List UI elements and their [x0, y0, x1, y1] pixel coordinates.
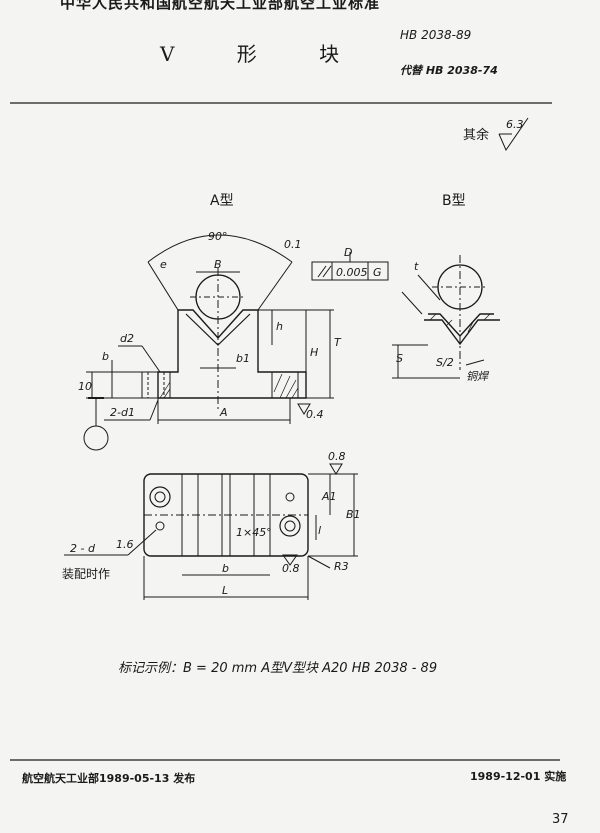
- t-small-label: t: [414, 260, 419, 273]
- e-label: e: [160, 258, 167, 271]
- l-cap-label: L: [222, 584, 228, 597]
- surface-roughness-note: 其余: [463, 124, 489, 143]
- roughness-0-8-top: 0.8: [328, 450, 346, 463]
- page-number: 37: [552, 812, 569, 827]
- two-d1-label: 2-d1: [110, 406, 135, 419]
- s-half-label: S/2: [436, 356, 454, 369]
- b1-cap-label: B1: [346, 508, 361, 521]
- surface-note-label: 其余: [463, 128, 490, 143]
- b-small-label: b: [102, 350, 109, 363]
- b-cap-label: B: [214, 258, 222, 271]
- h-cap-label: H: [310, 346, 318, 359]
- roughness-0-8-bottom: 0.8: [282, 562, 300, 575]
- type-b-label: B型: [442, 193, 466, 209]
- angle-label: 90°: [208, 230, 228, 243]
- roughness-6-3: 6.3: [506, 118, 524, 131]
- effective-date: 1989-12-01 实施: [470, 770, 567, 783]
- page-title: V 形 块: [160, 42, 368, 66]
- roughness-0-1: 0.1: [284, 238, 302, 251]
- type-b-view: [392, 255, 500, 379]
- type-a-front-view: [83, 234, 389, 451]
- chamfer-label: 1×45°: [236, 526, 272, 539]
- marking-example: 标记示例：B = 20 mm A型V型块 A20 HB 2038 - 89: [118, 661, 438, 676]
- roughness-1-6: 1.6: [116, 538, 134, 551]
- replaces-note: 代替 HB 2038-74: [400, 64, 498, 77]
- ten-label: 10: [78, 380, 92, 393]
- assembly-note: 装配时作: [62, 567, 111, 581]
- d-label: D: [344, 246, 352, 259]
- b1-label: b1: [236, 352, 250, 365]
- t-label: T: [334, 336, 342, 349]
- standard-number: HB 2038-89: [400, 28, 472, 42]
- copper-weld-label: 铜焊: [466, 370, 490, 383]
- issue-date: 航空航天工业部1989-05-13 发布: [22, 772, 196, 785]
- parallel-tolerance: 0.005: [336, 266, 368, 279]
- two-d-label: 2 - d: [70, 542, 96, 555]
- issuer-heading: 中华人民共和国航空航天工业部航空工业标准: [60, 0, 381, 12]
- b-top-label: b: [222, 562, 229, 575]
- top-view: [64, 463, 358, 600]
- roughness-0-4: 0.4: [306, 408, 324, 421]
- d2-label: d2: [120, 332, 134, 345]
- a1-label: A1: [321, 490, 337, 503]
- r3-label: R3: [334, 560, 349, 573]
- l-small-label: l: [318, 524, 321, 537]
- type-a-label: A型: [210, 193, 234, 209]
- a-label: A: [219, 406, 228, 419]
- s-label: S: [396, 352, 403, 365]
- datum-ref: G: [373, 266, 382, 279]
- h-label: h: [276, 320, 283, 333]
